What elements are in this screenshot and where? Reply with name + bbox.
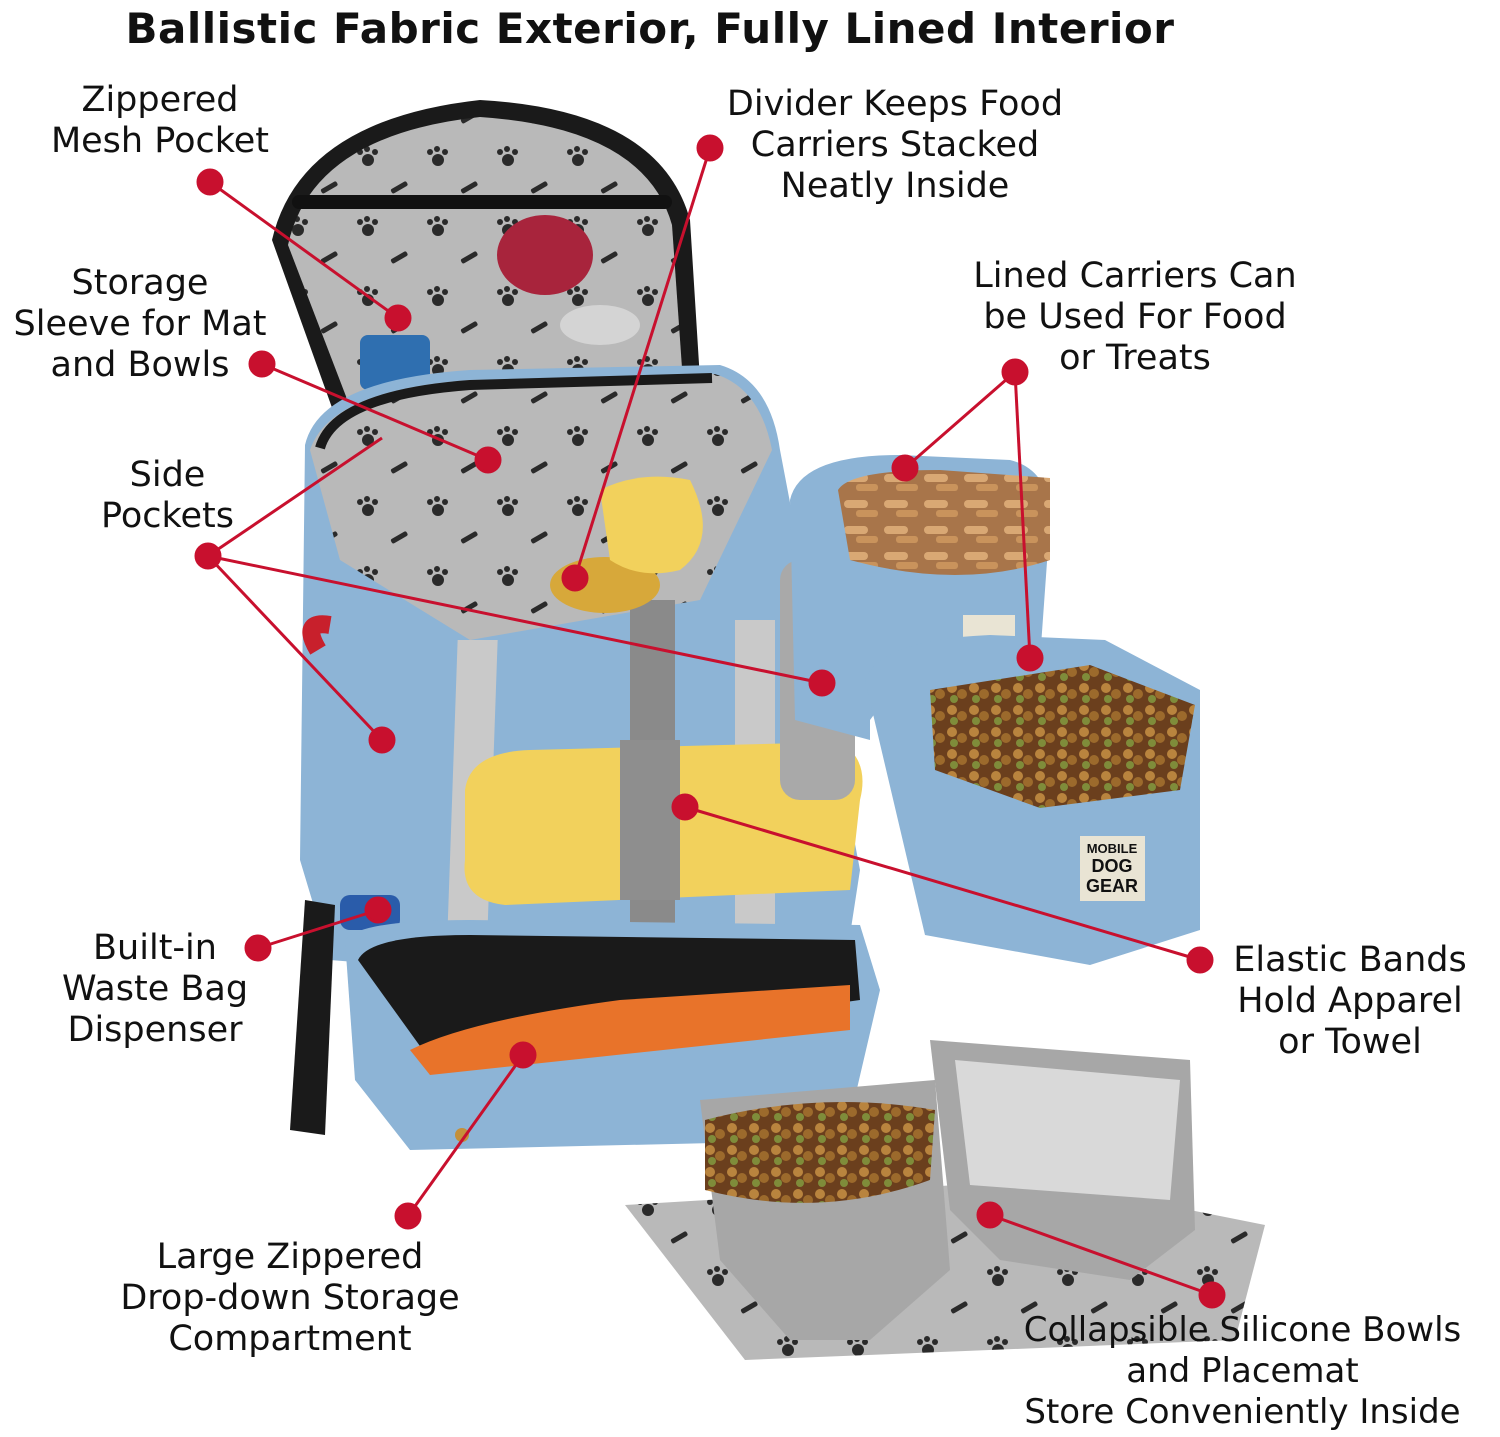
- callout-mesh-pocket: Zippered Mesh Pocket: [30, 80, 290, 162]
- callout-line: Waste Bag: [61, 969, 249, 1009]
- callout-line: and Bowls: [50, 345, 230, 385]
- callout-elastic-bands: Elastic Bands Hold Apparel or Towel: [1215, 940, 1485, 1063]
- callout-line: Compartment: [168, 1319, 412, 1359]
- callout-line: Mesh Pocket: [50, 121, 270, 161]
- callout-storage-sleeve: Storage Sleeve for Mat and Bowls: [0, 263, 280, 386]
- callout-side-pockets: Side Pockets: [60, 455, 275, 537]
- callout-divider: Divider Keeps Food Carriers Stacked Neat…: [700, 84, 1090, 207]
- backpack-lid: [272, 100, 700, 430]
- callout-line: Hold Apparel: [1237, 981, 1463, 1021]
- callout-line: Zippered: [81, 80, 239, 120]
- callout-line: Side: [129, 455, 206, 495]
- carrier-brand-line-2: DOG: [1091, 856, 1132, 876]
- callout-line: Built-in: [93, 928, 217, 968]
- callout-line: and Placemat: [1126, 1351, 1359, 1391]
- callout-line: Lined Carriers Can: [973, 256, 1297, 296]
- callout-markers: [194, 134, 1226, 1309]
- callout-line: Carriers Stacked: [750, 125, 1040, 165]
- kibble-carrier: MOBILE DOG GEAR: [865, 635, 1200, 965]
- callout-line: Divider Keeps Food: [726, 84, 1064, 124]
- callout-line: Storage: [71, 263, 209, 303]
- callout-line: Dispenser: [67, 1010, 243, 1050]
- callout-line: Collapsible Silicone Bowls: [1023, 1310, 1462, 1350]
- callout-line: Neatly Inside: [780, 166, 1010, 206]
- callout-line: Elastic Bands: [1233, 940, 1467, 980]
- callout-line: Store Conveniently Inside: [1024, 1392, 1461, 1432]
- callout-line: Large Zippered: [156, 1237, 424, 1277]
- callout-waste-bag: Built-in Waste Bag Dispenser: [50, 928, 260, 1051]
- callout-line: or Treats: [1059, 338, 1211, 378]
- callout-drop-down: Large Zippered Drop-down Storage Compart…: [95, 1237, 485, 1360]
- callout-line: or Towel: [1278, 1022, 1422, 1062]
- callout-line: be Used For Food: [983, 297, 1287, 337]
- callout-lined-carriers: Lined Carriers Can be Used For Food or T…: [945, 256, 1325, 379]
- carrier-brand-line-3: GEAR: [1086, 876, 1138, 896]
- callout-line: Pockets: [100, 496, 235, 536]
- callout-line: Drop-down Storage: [120, 1278, 460, 1318]
- page-title: Ballistic Fabric Exterior, Fully Lined I…: [125, 4, 1175, 53]
- callout-bowls: Collapsible Silicone Bowls and Placemat …: [990, 1310, 1495, 1433]
- carrier-brand-line-1: MOBILE: [1087, 841, 1138, 856]
- callout-line: Sleeve for Mat: [13, 304, 267, 344]
